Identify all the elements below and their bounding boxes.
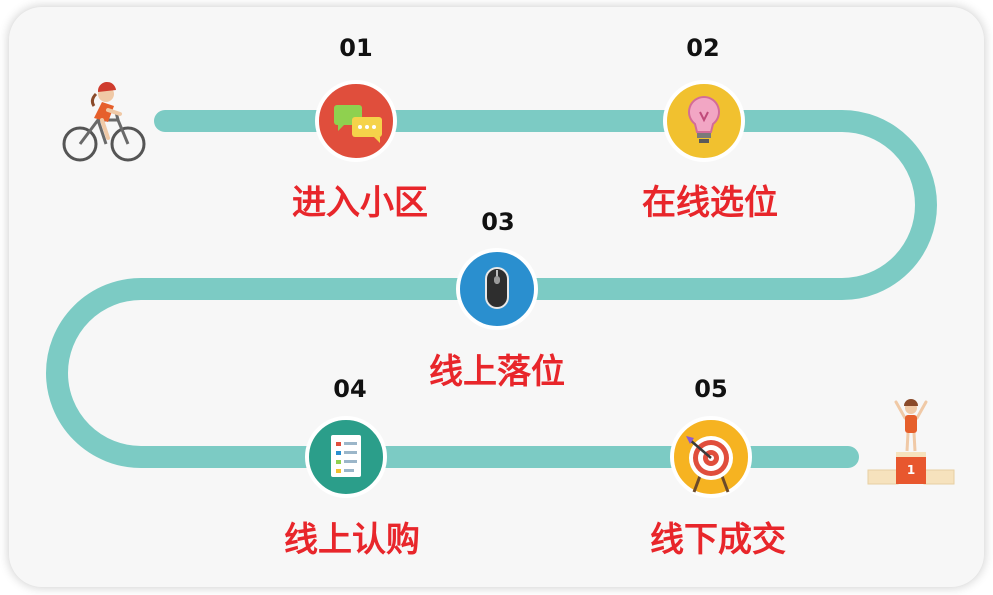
step-05: 05 线下成交 [650,375,786,560]
winner-podium-icon: 1 [867,399,955,485]
mouse-icon [456,248,538,330]
podium-rank: 1 [907,463,915,477]
step-number: 02 [686,34,719,62]
cyclist-icon [62,81,146,162]
step-label: 进入小区 [292,183,428,223]
target-icon [670,416,752,498]
step-label: 线上落位 [429,352,565,392]
step-number: 01 [339,34,372,62]
step-number: 04 [333,375,366,403]
document-list-icon [305,416,387,498]
step-04: 04 线上认购 [284,375,420,560]
step-03: 03 线上落位 [429,208,565,392]
step-number: 05 [694,375,727,403]
step-label: 线下成交 [650,520,786,560]
step-02: 02 在线选位 [642,34,778,223]
lightbulb-icon [663,80,745,162]
step-01: 01 进入小区 [292,34,428,223]
step-number: 03 [481,208,514,236]
step-label: 在线选位 [642,183,778,223]
step-label: 线上认购 [284,520,420,560]
chat-bubbles-icon [315,80,397,162]
